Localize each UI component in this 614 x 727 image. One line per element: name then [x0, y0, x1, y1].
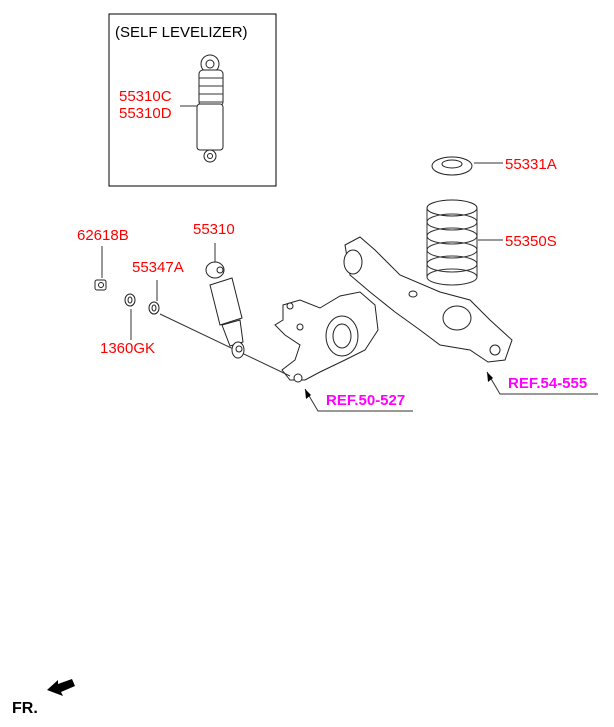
front-arrow-icon — [47, 679, 75, 696]
part-label-62618b[interactable]: 62618B — [77, 227, 129, 244]
part-label-55310[interactable]: 55310 — [193, 221, 235, 238]
nut-drawing — [94, 279, 107, 291]
inset-title: (SELF LEVELIZER) — [115, 24, 248, 41]
self-levelizer-inset: (SELF LEVELIZER) 55310C 55310D — [108, 13, 277, 187]
lower-arm-drawing — [343, 236, 513, 363]
knuckle-drawing — [274, 291, 379, 383]
part-label-1360gk[interactable]: 1360GK — [100, 340, 155, 357]
ref-label-54-555[interactable]: REF.54-555 — [508, 375, 587, 392]
self-levelizer-shock-drawing — [196, 54, 224, 163]
part-label-55350s[interactable]: 55350S — [505, 233, 557, 250]
spring-pad-drawing — [431, 156, 473, 176]
coil-spring-drawing — [426, 199, 478, 286]
washer-55347a-drawing — [148, 301, 160, 315]
part-label-55347a[interactable]: 55347A — [132, 259, 184, 276]
shock-absorber-drawing — [205, 261, 245, 359]
part-label-55310d[interactable]: 55310D — [119, 105, 172, 122]
washer-1360gk-drawing — [124, 293, 136, 307]
part-label-55331a[interactable]: 55331A — [505, 156, 557, 173]
part-label-55310c[interactable]: 55310C — [119, 88, 172, 105]
front-direction-label: FR. — [12, 700, 38, 717]
ref-label-50-527[interactable]: REF.50-527 — [326, 392, 405, 409]
